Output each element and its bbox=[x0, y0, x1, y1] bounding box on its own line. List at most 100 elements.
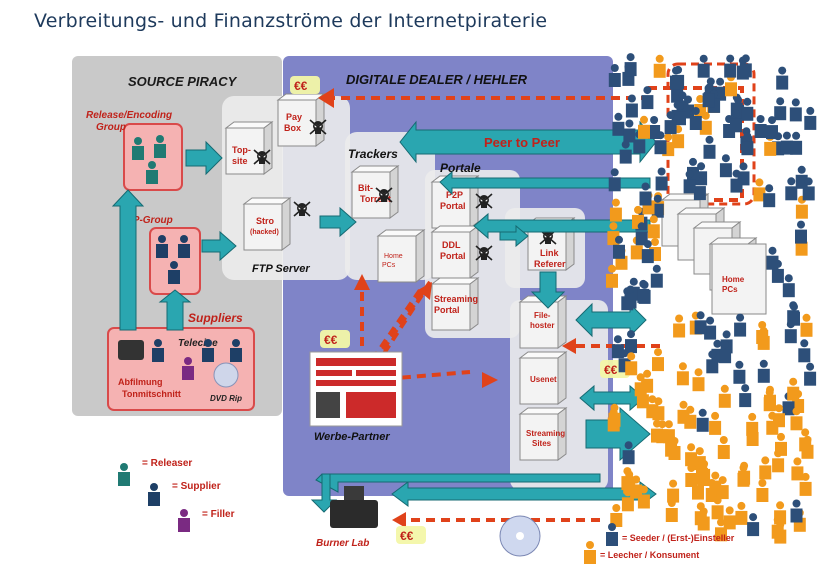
leecher-figure bbox=[638, 115, 650, 139]
fxp-group-label: FXP-Group bbox=[120, 215, 173, 226]
leecher-figure bbox=[677, 400, 690, 424]
leecher-figure bbox=[718, 384, 731, 408]
leecher-figure bbox=[652, 348, 664, 372]
role-legend: = Releaser = Supplier = Filler = Seeder … bbox=[118, 458, 735, 564]
seeder-figure bbox=[789, 98, 802, 122]
svg-text:File-hoster: File-hoster bbox=[530, 311, 554, 330]
legend-seeder: = Seeder / (Erst-)Einsteller bbox=[622, 533, 735, 543]
leecher-figure bbox=[653, 54, 666, 78]
leecher-figure bbox=[673, 314, 686, 338]
seeder-figure bbox=[757, 359, 770, 383]
svg-text:DVD: DVD bbox=[518, 502, 539, 513]
leecher-figure bbox=[791, 457, 804, 481]
svg-text:Top-site: Top-site bbox=[232, 145, 251, 166]
dvd-disc-icon bbox=[213, 362, 239, 388]
svg-text:€€: €€ bbox=[400, 529, 414, 543]
seeder-figure bbox=[790, 499, 803, 523]
leecher-figure bbox=[685, 443, 698, 467]
seeder-figure bbox=[804, 362, 817, 386]
leecher-figure bbox=[775, 432, 787, 456]
leecher-figure bbox=[787, 377, 800, 401]
source-flow-arrows bbox=[111, 140, 357, 331]
usenet-label: Usenet bbox=[530, 375, 557, 384]
leecher-figure bbox=[799, 428, 812, 452]
leecher-figure bbox=[746, 412, 759, 436]
seeder-figure bbox=[655, 167, 668, 191]
seeder-figure bbox=[790, 131, 803, 155]
svg-text:€€: €€ bbox=[324, 333, 338, 347]
seeder-figure bbox=[766, 246, 779, 270]
seeder-figure bbox=[734, 313, 747, 337]
fxp-group-box bbox=[149, 227, 201, 295]
leecher-figure bbox=[709, 471, 722, 495]
seeder-figure bbox=[703, 135, 716, 159]
leecher-figure bbox=[735, 501, 748, 525]
svg-text:€€: €€ bbox=[604, 363, 618, 377]
users-crowd bbox=[606, 53, 817, 544]
telecine-label: Telecine bbox=[178, 338, 218, 349]
dealer-label: DIGITALE DEALER / HEHLER bbox=[346, 72, 528, 87]
seeder-figure bbox=[623, 119, 636, 143]
leecher-figure bbox=[676, 362, 689, 386]
seeder-figure bbox=[795, 220, 807, 244]
leecher-figure bbox=[692, 368, 705, 392]
seeder-figure bbox=[774, 97, 787, 121]
seeder-figure bbox=[785, 177, 798, 201]
leecher-figure bbox=[717, 436, 730, 459]
seeder-figure bbox=[624, 53, 637, 77]
streaming-portal-server bbox=[431, 277, 479, 331]
leecher-figure bbox=[756, 479, 769, 502]
seeder-figure bbox=[719, 154, 732, 178]
burner-lab-label: Burner Lab bbox=[316, 538, 369, 549]
dvd-rip-label: DVD Rip bbox=[210, 394, 242, 403]
tonmitschnitt-label: Tonmitschnitt bbox=[122, 389, 181, 399]
svg-text:Bit-Torrent: Bit-Torrent bbox=[358, 183, 391, 204]
leecher-figure bbox=[800, 313, 813, 337]
currency-tags: €€ €€ €€ €€ bbox=[290, 76, 630, 544]
seeder-figure bbox=[782, 274, 795, 298]
seeder-figure bbox=[747, 513, 760, 537]
werbe-partner-label: Werbe-Partner bbox=[314, 431, 390, 443]
seeder-figure bbox=[724, 54, 737, 78]
seeder-figure bbox=[696, 408, 709, 432]
legend-filler: = Filler bbox=[202, 509, 235, 520]
seeder-figure bbox=[625, 330, 637, 354]
seeder-figure bbox=[697, 54, 710, 78]
distribution-arrows bbox=[310, 120, 657, 513]
leecher-figure bbox=[723, 506, 736, 530]
seeder-figure bbox=[739, 384, 752, 408]
abfilmung-label: Abfilmung bbox=[118, 377, 163, 387]
seeder-figure bbox=[795, 165, 808, 189]
legend-supplier: = Supplier bbox=[172, 481, 221, 492]
camera-icon bbox=[118, 340, 144, 360]
seeder-figure bbox=[754, 115, 767, 138]
ftp-server-label: FTP Server bbox=[252, 263, 310, 275]
leecher-figure bbox=[709, 411, 722, 435]
leecher-figure bbox=[774, 501, 787, 525]
suppliers-label: Suppliers bbox=[188, 311, 243, 325]
seeder-figure bbox=[776, 66, 789, 90]
seeder-figure bbox=[650, 264, 663, 288]
leecher-figure bbox=[759, 456, 772, 480]
leecher-figure bbox=[667, 479, 680, 503]
leecher-figure bbox=[641, 369, 654, 393]
svg-text:€€: €€ bbox=[294, 79, 308, 93]
seeder-figure bbox=[798, 339, 811, 363]
legend-leecher: = Leecher / Konsument bbox=[600, 550, 699, 560]
peer-to-peer-label: Peer to Peer bbox=[484, 135, 560, 150]
leecher-figure bbox=[763, 388, 776, 412]
legend-releaser: = Releaser bbox=[142, 458, 192, 469]
page-title: Verbreitungs- und Finanzströme der Inter… bbox=[34, 10, 548, 32]
seeder-figure bbox=[733, 360, 746, 384]
source-piracy-label: SOURCE PIRACY bbox=[128, 74, 238, 89]
